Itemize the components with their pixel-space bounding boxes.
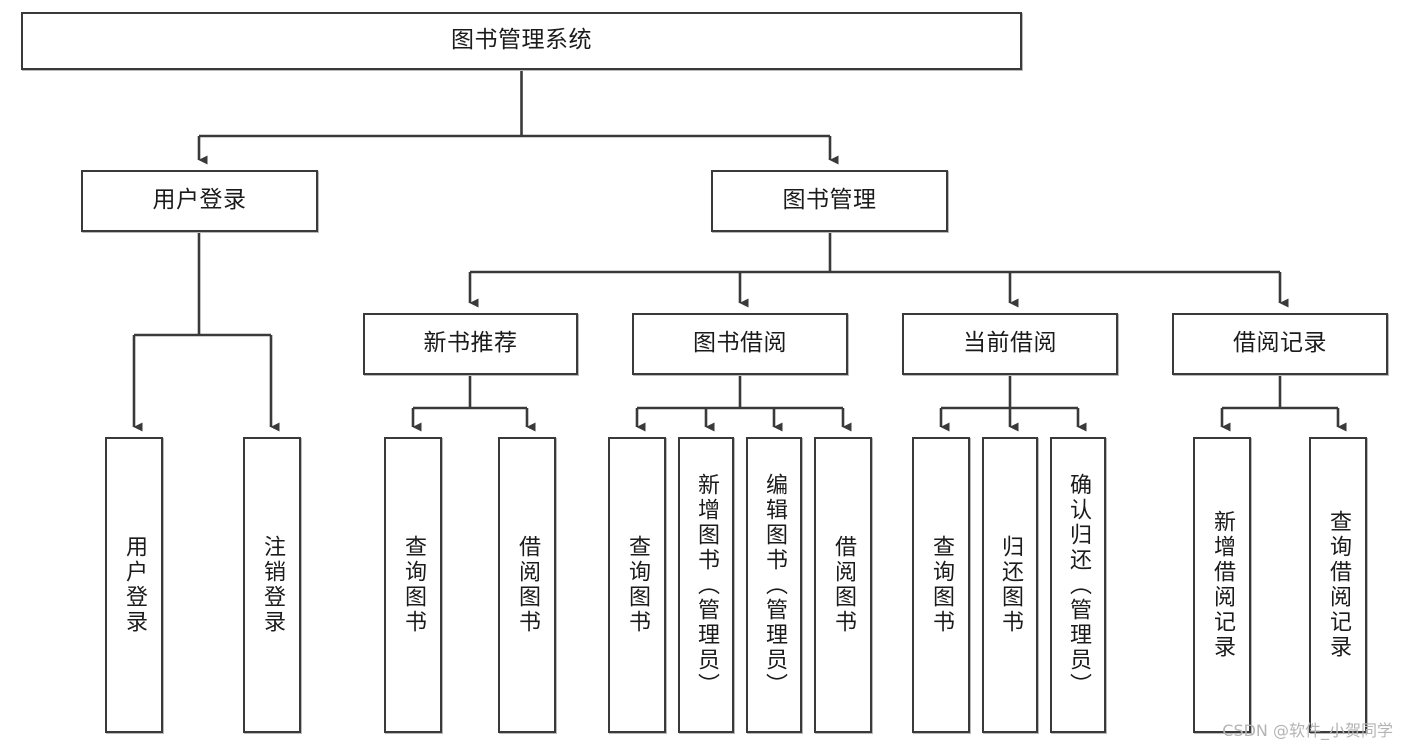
node-leaf-logout-login-label: 注销登录	[260, 535, 285, 635]
node-leaf-add-record-label: 新增借阅记录	[1210, 510, 1235, 660]
watermark-text: CSDN @软件_小贺同学	[1222, 721, 1393, 740]
node-book-borrow[interactable]: 图书借阅	[632, 313, 848, 375]
node-leaf-borrow-book-1[interactable]: 借阅图书	[498, 437, 556, 733]
node-root-label: 图书管理系统	[451, 27, 592, 54]
node-new-book-recommend[interactable]: 新书推荐	[363, 313, 578, 375]
node-leaf-query-book-3[interactable]: 查询图书	[912, 437, 970, 733]
node-leaf-borrow-book-2-label: 借阅图书	[831, 535, 856, 635]
node-leaf-user-login[interactable]: 用户登录	[105, 437, 163, 733]
node-leaf-edit-book[interactable]: 编辑图书（管理员）	[746, 437, 802, 733]
node-new-book-recommend-label: 新书推荐	[423, 330, 518, 357]
node-root[interactable]: 图书管理系统	[21, 12, 1022, 70]
node-leaf-confirm-return[interactable]: 确认归还（管理员）	[1050, 437, 1106, 733]
node-borrow-record[interactable]: 借阅记录	[1172, 313, 1388, 375]
node-current-borrow-label: 当前借阅	[963, 330, 1057, 357]
node-book-manage-label: 图书管理	[782, 187, 877, 214]
node-user-login-label: 用户登录	[152, 187, 247, 214]
node-leaf-query-book-1[interactable]: 查询图书	[384, 437, 442, 733]
node-leaf-confirm-return-label: 确认归还（管理员）	[1066, 472, 1091, 698]
node-leaf-query-book-2[interactable]: 查询图书	[608, 437, 666, 733]
node-leaf-add-record[interactable]: 新增借阅记录	[1193, 437, 1251, 733]
node-leaf-query-record[interactable]: 查询借阅记录	[1309, 437, 1367, 733]
node-borrow-record-label: 借阅记录	[1233, 330, 1327, 357]
node-leaf-user-login-label: 用户登录	[122, 535, 147, 635]
node-leaf-borrow-book-2[interactable]: 借阅图书	[814, 437, 872, 733]
node-leaf-query-book-2-label: 查询图书	[625, 535, 650, 635]
node-leaf-query-book-3-label: 查询图书	[929, 535, 954, 635]
node-leaf-add-book[interactable]: 新增图书（管理员）	[678, 437, 734, 733]
node-leaf-edit-book-label: 编辑图书（管理员）	[762, 472, 787, 698]
node-leaf-borrow-book-1-label: 借阅图书	[515, 535, 540, 635]
node-book-manage[interactable]: 图书管理	[711, 170, 948, 232]
node-leaf-logout-login[interactable]: 注销登录	[243, 437, 301, 733]
node-leaf-return-book-label: 归还图书	[998, 535, 1023, 635]
node-leaf-query-record-label: 查询借阅记录	[1326, 510, 1351, 660]
node-leaf-query-book-1-label: 查询图书	[401, 535, 426, 635]
node-user-login[interactable]: 用户登录	[81, 170, 318, 232]
node-leaf-add-book-label: 新增图书（管理员）	[694, 472, 719, 698]
node-book-borrow-label: 图书借阅	[693, 330, 787, 357]
node-leaf-return-book[interactable]: 归还图书	[982, 437, 1038, 733]
node-current-borrow[interactable]: 当前借阅	[902, 313, 1118, 375]
